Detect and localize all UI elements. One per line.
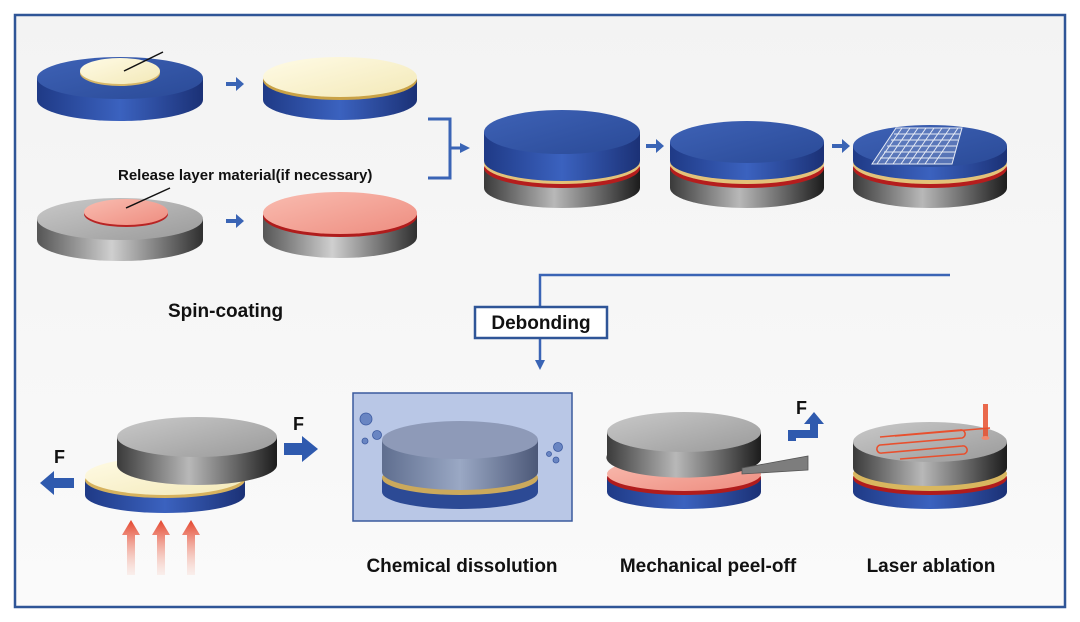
peel-off-stack	[606, 412, 761, 509]
force-label-right: F	[293, 414, 304, 434]
bonded-stack-patterned	[853, 125, 1007, 208]
force-arrow-peel-icon	[788, 412, 824, 441]
laser-ablation-label: Laser ablation	[867, 556, 996, 577]
arrow-right-icon	[646, 139, 664, 153]
bonded-stack-1	[484, 110, 640, 208]
debonding-connector	[535, 273, 950, 370]
debonding-box	[473, 305, 609, 340]
blade-icon	[741, 455, 809, 475]
device-wafer-gray-coating	[37, 187, 203, 261]
debonding-label: Debonding	[491, 313, 590, 334]
spin-coating-label: Spin-coating	[168, 301, 283, 322]
carrier-wafer-blue-coated	[263, 57, 417, 120]
arrow-right-icon	[226, 214, 244, 228]
arrow-right-icon	[832, 139, 850, 153]
force-label-peel: F	[796, 398, 807, 418]
dissolution-stack	[382, 421, 538, 509]
bonded-stack-2	[670, 121, 824, 208]
merge-bracket	[428, 117, 470, 180]
chemical-dissolution-label: Chemical dissolution	[366, 556, 557, 577]
carrier-wafer-blue-coating	[37, 51, 203, 121]
laser-stack	[853, 422, 1007, 509]
force-arrow-left-icon	[40, 471, 74, 495]
laser-beam-icon	[981, 404, 990, 440]
laser-scan-path-icon	[876, 427, 991, 460]
thermal-slide-stack	[85, 417, 277, 513]
force-arrow-right-icon	[284, 436, 318, 462]
force-label-left: F	[54, 447, 65, 467]
heat-arrows-icon	[122, 520, 200, 575]
mechanical-peel-off-label: Mechanical peel-off	[620, 556, 797, 577]
release-layer-label: Release layer material(if necessary)	[118, 167, 372, 184]
pattern-grid-icon	[871, 127, 963, 165]
bubbles-icon	[359, 412, 563, 464]
device-wafer-gray-coated	[263, 192, 417, 258]
arrow-right-icon	[226, 77, 244, 91]
